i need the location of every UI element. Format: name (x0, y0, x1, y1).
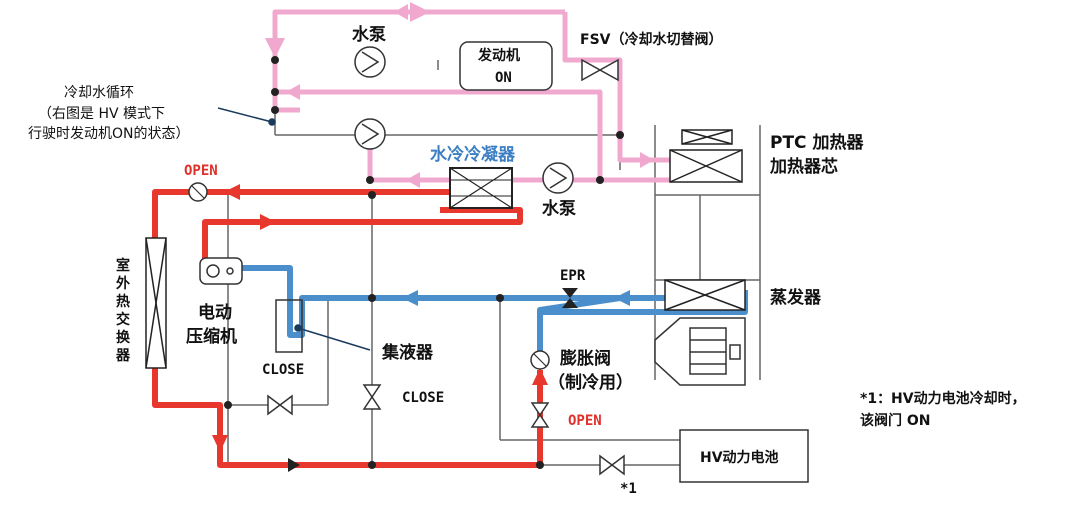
label-coolant-cycle-1: 冷却水循环 (64, 85, 134, 101)
cold-arrows (402, 290, 630, 306)
label-outdoor-hx-5: 换 (116, 329, 131, 346)
valve-close-left-icon (267, 394, 293, 416)
valve-open-top-icon (188, 182, 208, 202)
label-accumulator: 集液器 (381, 342, 434, 363)
label-evaporator: 蒸发器 (770, 287, 822, 308)
expansion-valve-icon (530, 350, 550, 370)
accumulator-icon (275, 299, 303, 353)
valve-close-mid-icon (362, 384, 382, 410)
water-condenser-icon (449, 167, 513, 209)
label-engine: 发动机 (477, 47, 520, 64)
label-footnote-1: *1：HV动力电池冷却时， (860, 390, 1026, 407)
label-heater-core: 加热器芯 (769, 156, 838, 177)
compressor-icon (199, 257, 243, 285)
label-outdoor-hx-1: 室 (116, 257, 130, 274)
label-close-left: CLOSE (262, 362, 304, 378)
label-engine-state: ON (495, 70, 512, 86)
water-pump-bottom (542, 162, 574, 194)
label-water-condenser: 水冷冷凝器 (430, 144, 516, 165)
leader-lines (217, 107, 371, 351)
label-outdoor-hx-2: 外 (116, 275, 130, 292)
coolant-arrows (267, 4, 654, 188)
water-pump-mid (354, 118, 386, 150)
label-outdoor-hx-6: 器 (115, 348, 131, 364)
hot-arrows (212, 184, 548, 452)
heater-core-icon (669, 129, 743, 183)
label-compressor-2: 压缩机 (186, 326, 237, 347)
label-expansion-valve-2: （制冷用） (548, 372, 633, 393)
fsv-valve-icon (581, 58, 619, 82)
label-expansion-valve-1: 膨胀阀 (560, 348, 611, 369)
hv-battery-box (679, 429, 809, 483)
label-ptc-heater: PTC 加热器 (770, 132, 864, 153)
gray-pipes (227, 60, 761, 466)
valve-open-bottom-icon (530, 402, 550, 428)
label-coolant-cycle-2: （右图是 HV 模式下 (38, 106, 165, 122)
label-open-bottom: OPEN (568, 413, 602, 429)
evaporator-icon (664, 279, 746, 311)
outdoor-heat-exchanger-icon (145, 237, 167, 369)
label-water-pump-top: 水泵 (352, 24, 386, 45)
valve-battery-icon (599, 454, 625, 476)
label-epr: EPR (560, 268, 586, 284)
check-valve-icon (288, 458, 300, 472)
engine-box (459, 41, 553, 91)
label-coolant-cycle-3: 行驶时发动机ON的状态） (28, 126, 190, 142)
label-close-mid: CLOSE (402, 390, 444, 406)
junction-dots (224, 56, 624, 469)
label-mark-1: *1 (620, 481, 637, 497)
epr-valve-icon (562, 288, 578, 308)
label-hv-battery: HV动力电池 (700, 449, 779, 466)
blower-icon (654, 317, 746, 386)
label-compressor-1: 电动 (198, 302, 232, 323)
label-outdoor-hx-4: 交 (116, 311, 130, 328)
label-open-top: OPEN (184, 163, 218, 179)
label-outdoor-hx-3: 热 (116, 293, 130, 310)
label-fsv: FSV（冷却水切替阀） (580, 31, 722, 48)
label-water-pump-bottom: 水泵 (542, 198, 576, 219)
water-pump-top (354, 46, 386, 78)
label-footnote-2: 该阀门 ON (860, 412, 931, 429)
